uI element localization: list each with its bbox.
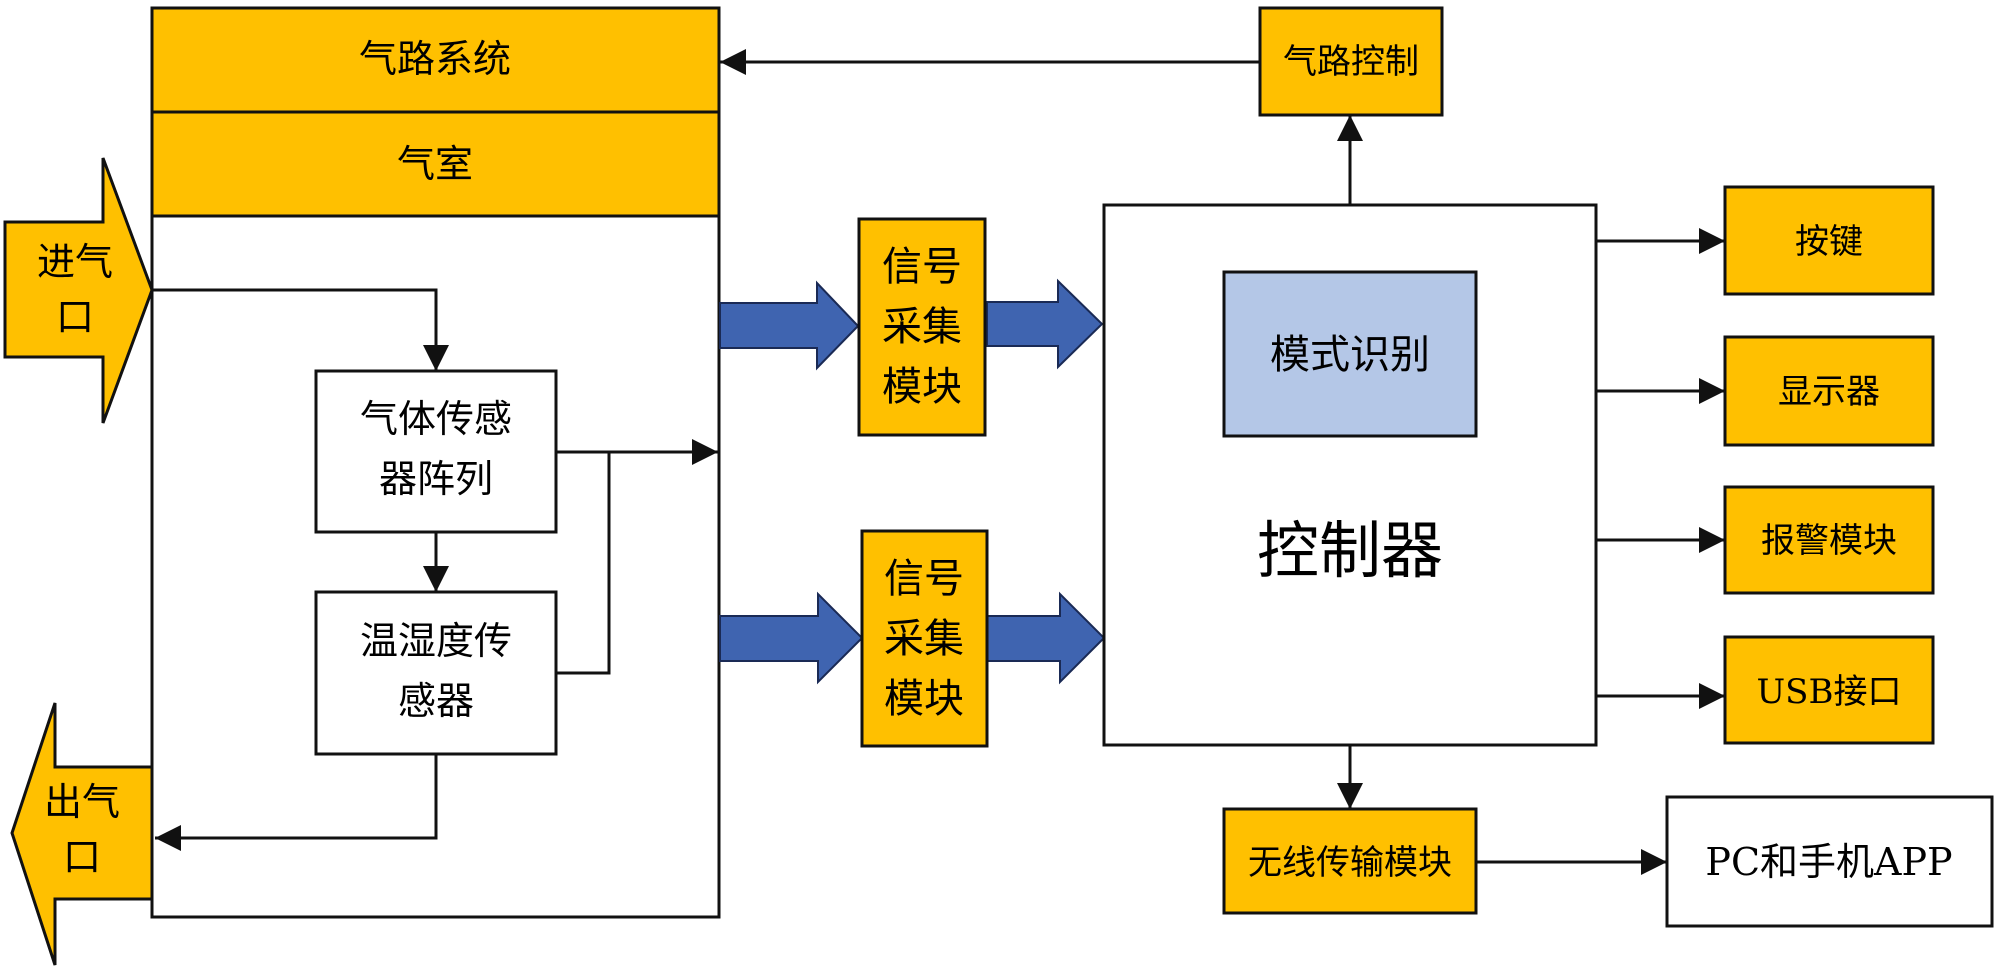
pc-app-box — [1665, 795, 1994, 928]
keys-box — [1723, 185, 1935, 296]
alarm-module-label: 报警模块 — [1761, 521, 1897, 561]
alarm-module-box — [1723, 485, 1935, 595]
gas-sensor-array-box — [314, 369, 558, 534]
air-path-system-label: 气路系统 — [359, 37, 511, 81]
signal-arrow-to-controller-1 — [986, 278, 1104, 370]
signal-arrow-to-acq-2 — [719, 591, 864, 685]
gas-chamber-box — [150, 110, 721, 218]
signal-acquisition-module-1 — [857, 217, 987, 437]
temp-sensor-output-line — [556, 452, 611, 675]
temp-humidity-sensor-label-line2: 感器 — [398, 679, 474, 723]
gas-sensor-array-label-line1: 气体传感 — [360, 397, 512, 441]
signal-module-1-line2: 采集 — [882, 304, 962, 350]
gas-sensor-array-label-line2: 器阵列 — [379, 457, 493, 501]
pattern-recognition-box — [1222, 270, 1478, 438]
air-path-control-box — [1258, 6, 1444, 117]
signal-module-1-line3: 模块 — [882, 364, 962, 410]
exhaust-flow-line — [155, 754, 438, 851]
controller-label: 控制器 — [1257, 514, 1443, 587]
temp-humidity-sensor-box — [314, 590, 558, 756]
wireless-module-label: 无线传输模块 — [1248, 843, 1452, 883]
usb-interface-box — [1723, 635, 1935, 745]
air-path-system-box — [150, 6, 721, 114]
signal-acquisition-module-2 — [860, 529, 989, 748]
outlet-arrow — [10, 702, 154, 966]
signal-module-2-line3: 模块 — [884, 676, 964, 722]
usb-interface-label: USB接口 — [1757, 672, 1902, 712]
inlet-flow-line — [152, 288, 449, 371]
gas-chamber-label: 气室 — [397, 142, 473, 186]
pc-app-label: PC和手机APP — [1705, 840, 1952, 884]
display-box — [1723, 335, 1935, 447]
signal-module-2-line1: 信号 — [884, 556, 964, 602]
keys-label: 按键 — [1795, 222, 1863, 262]
display-label: 显示器 — [1778, 372, 1880, 412]
outlet-label-line1: 出气 — [44, 780, 120, 824]
pattern-recognition-label: 模式识别 — [1270, 332, 1430, 378]
temp-humidity-sensor-label-line1: 温湿度传 — [360, 619, 512, 663]
air-path-control-label: 气路控制 — [1283, 42, 1419, 82]
inlet-label-line1: 进气 — [37, 240, 113, 284]
signal-arrow-to-controller-2 — [986, 591, 1106, 685]
outlet-label-line2: 口 — [63, 835, 101, 879]
peripherals-group: 按键 显示器 报警模块 USB接口 — [1596, 185, 1935, 745]
signal-module-1-line1: 信号 — [882, 244, 962, 290]
signal-module-2-line2: 采集 — [884, 616, 964, 662]
wireless-module-box — [1222, 807, 1478, 915]
inlet-arrow — [3, 157, 154, 424]
signal-arrow-to-acq-1 — [719, 280, 860, 371]
inlet-label-line2: 口 — [56, 295, 94, 339]
